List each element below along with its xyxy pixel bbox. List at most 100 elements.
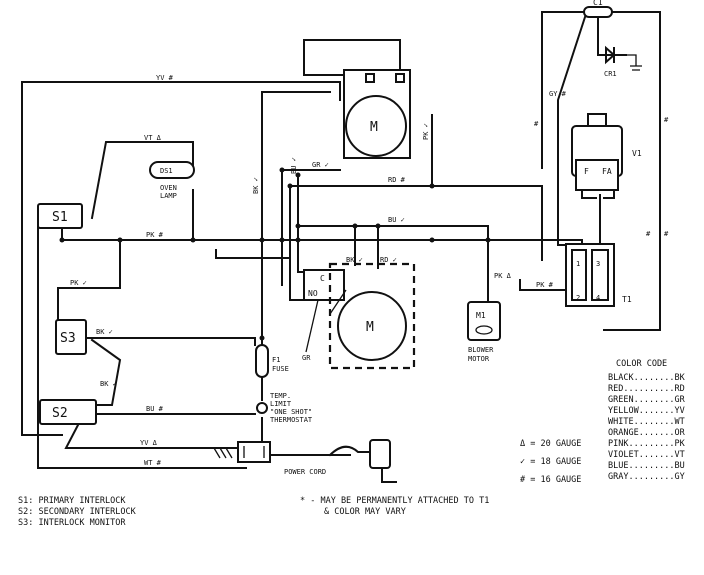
svg-text:GY #: GY # xyxy=(549,90,567,98)
note-s3: S3: INTERLOCK MONITOR xyxy=(18,518,126,528)
svg-text:#: # xyxy=(664,116,669,124)
wire-vt-lamp xyxy=(90,141,194,220)
junction-dots xyxy=(59,167,491,341)
svg-text:"ONE SHOT": "ONE SHOT" xyxy=(270,408,312,416)
color-code-row: PINK.........PK xyxy=(608,439,686,449)
svg-text:V1: V1 xyxy=(632,149,642,158)
svg-text:YV Δ: YV Δ xyxy=(140,439,158,447)
wire-left-vertical xyxy=(37,225,247,469)
color-code-row: WHITE........WT xyxy=(608,417,685,427)
svg-text:VT Δ: VT Δ xyxy=(144,134,162,142)
svg-text:GR: GR xyxy=(302,354,311,362)
relay-switch: C NO xyxy=(303,269,345,301)
color-code-row: VIOLET.......VT xyxy=(608,450,685,460)
wire-bu-mid-left xyxy=(297,174,321,273)
temp-limit-thermostat: TEMP. LIMIT "ONE SHOT" THERMOSTAT xyxy=(256,392,313,424)
svg-text:#: # xyxy=(664,230,669,238)
gauge-legend: Δ = 20 GAUGE ✓ = 18 GAUGE # = 16 GAUGE xyxy=(520,439,581,485)
magnetron-v1: V1 F FA xyxy=(571,113,642,191)
svg-text:BK ✓: BK ✓ xyxy=(96,328,113,336)
color-code-legend: COLOR CODE BLACK........BK RED..........… xyxy=(608,359,686,482)
rectifier-cr1: CR1 xyxy=(597,45,642,78)
wire-pk-bus xyxy=(61,239,583,266)
s2-switch: S2 xyxy=(39,399,97,425)
note-s1: S1: PRIMARY INTERLOCK xyxy=(18,496,126,506)
svg-text:PK ✓: PK ✓ xyxy=(70,279,87,287)
wire-pk-s3 xyxy=(57,239,121,329)
svg-text:PK #: PK # xyxy=(536,281,554,289)
wire-motor-loop xyxy=(215,249,291,259)
svg-text:1: 1 xyxy=(576,260,580,268)
svg-text:2: 2 xyxy=(576,294,580,302)
svg-text:CR1: CR1 xyxy=(604,70,617,78)
svg-text:3: 3 xyxy=(596,260,600,268)
svg-text:BU #: BU # xyxy=(146,405,164,413)
wire-bk-s3 xyxy=(85,337,256,346)
svg-text:F: F xyxy=(584,167,589,176)
svg-text:MOTOR: MOTOR xyxy=(468,355,490,363)
color-code-title: COLOR CODE xyxy=(616,359,667,369)
wire-gr xyxy=(281,169,341,286)
wire-bk-s3-s2 xyxy=(90,338,122,406)
svg-text:BLOWER: BLOWER xyxy=(468,346,494,354)
svg-text:BU ✓: BU ✓ xyxy=(388,216,405,224)
svg-text:PK #: PK # xyxy=(146,231,164,239)
note-attach-2: & COLOR MAY VARY xyxy=(324,507,406,517)
svg-text:BK ✓: BK ✓ xyxy=(252,177,260,194)
svg-text:S2: S2 xyxy=(52,406,68,421)
svg-text:C1: C1 xyxy=(593,0,603,7)
svg-text:C: C xyxy=(320,274,325,283)
svg-text:WT #: WT # xyxy=(144,459,162,467)
color-code-row: BLACK........BK xyxy=(608,373,686,383)
note-attach-1: * - MAY BE PERMANENTLY ATTACHED TO T1 xyxy=(300,496,489,506)
wire-bu-top xyxy=(303,39,346,76)
mid-motor: M xyxy=(305,262,416,370)
blower-motor: M1 BLOWER MOTOR xyxy=(467,301,501,363)
svg-text:DS1: DS1 xyxy=(160,167,173,175)
svg-text:BU ✓: BU ✓ xyxy=(290,157,298,174)
color-code-row: RED..........RD xyxy=(608,384,685,394)
s3-switch: S3 xyxy=(55,319,87,355)
wire-pk-t1 xyxy=(519,279,573,291)
svg-text:FA: FA xyxy=(602,167,612,176)
color-code-row: YELLOW.......YV xyxy=(608,406,685,416)
color-code-row: ORANGE.......OR xyxy=(608,428,686,438)
svg-text:LIMIT: LIMIT xyxy=(270,400,292,408)
wire-right-loop xyxy=(541,11,585,169)
svg-text:LAMP: LAMP xyxy=(160,192,177,200)
svg-text:YV #: YV # xyxy=(156,74,174,82)
fuse-f1: F1 FUSE xyxy=(255,344,289,378)
svg-text:RD ✓: RD ✓ xyxy=(380,256,397,264)
svg-text:THERMOSTAT: THERMOSTAT xyxy=(270,416,313,424)
color-code-row: BLUE.........BU xyxy=(608,461,685,471)
color-code-row: GRAY.........GY xyxy=(608,472,685,482)
svg-text:OVEN: OVEN xyxy=(160,184,177,192)
svg-text:#: # xyxy=(534,120,539,128)
svg-text:PK Δ: PK Δ xyxy=(494,272,512,280)
svg-text:M1: M1 xyxy=(476,311,486,320)
wire-yv-bottom xyxy=(64,423,247,449)
svg-text:FUSE: FUSE xyxy=(272,365,289,373)
wire-rd-right xyxy=(431,185,543,261)
svg-text:S1: S1 xyxy=(52,210,68,225)
s1-switch: S1 xyxy=(37,203,83,229)
svg-text:F1: F1 xyxy=(272,356,280,364)
svg-text:POWER CORD: POWER CORD xyxy=(284,468,326,476)
svg-text:S3: S3 xyxy=(60,331,76,346)
svg-text:#: # xyxy=(646,230,651,238)
svg-text:RD #: RD # xyxy=(388,176,406,184)
svg-text:4: 4 xyxy=(596,294,600,302)
top-motor: M xyxy=(343,69,411,159)
wire-cr1 xyxy=(597,14,627,56)
svg-text:PK ✓: PK ✓ xyxy=(422,123,430,140)
gauge-row: Δ = 20 GAUGE xyxy=(520,439,581,449)
wire-labels: YV # VT Δ BU ✓ BK ✓ GR ✓ PK ✓ RD # BU ✓ … xyxy=(70,74,669,467)
transformer-t1: 1 2 3 4 T1 xyxy=(565,243,632,307)
svg-text:GR ✓: GR ✓ xyxy=(312,161,329,169)
wire-c1-right xyxy=(603,11,661,331)
svg-text:TEMP.: TEMP. xyxy=(270,392,291,400)
gauge-row: # = 16 GAUGE xyxy=(520,475,581,485)
note-s2: S2: SECONDARY INTERLOCK xyxy=(18,507,137,517)
oven-lamp: DS1 OVEN LAMP xyxy=(149,161,195,200)
